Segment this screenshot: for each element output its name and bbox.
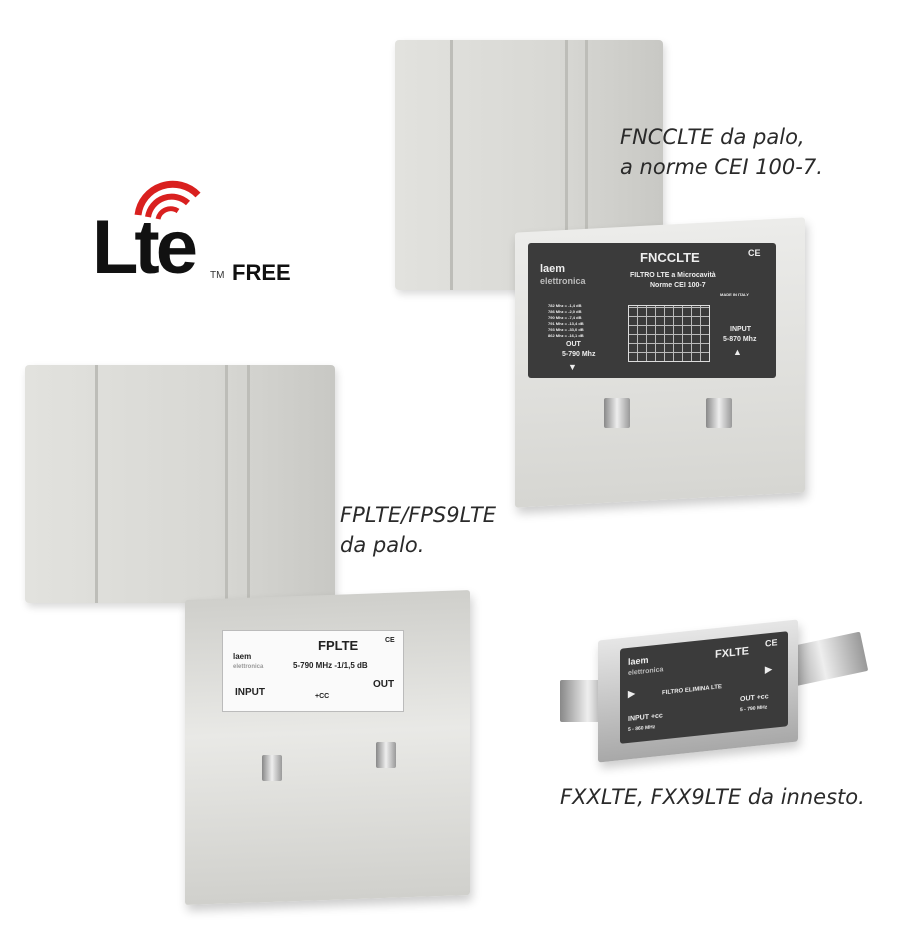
cover-groove	[585, 40, 588, 290]
label-text: elettronica	[540, 276, 586, 286]
label-text: elettronica	[628, 666, 664, 677]
label-text: FNCCLTE	[640, 250, 700, 265]
label-text: CE	[748, 248, 761, 258]
label-text: elettronica	[233, 664, 264, 670]
text: FPLTE/FPS9LTE	[340, 503, 496, 527]
fplte-connector-out	[376, 742, 396, 768]
label-text: MADE IN ITALY	[720, 292, 749, 297]
label-text: 5 - 790 MHz	[740, 704, 768, 714]
fxlte-plate: laem elettronica FXLTE CE ▶ ▶ FILTRO ELI…	[620, 631, 788, 744]
text: 791 Mhz = -13,4 dB	[548, 321, 584, 326]
fplte-connector-in	[262, 755, 282, 781]
label-text: 5-870 Mhz	[723, 336, 757, 343]
label-text: CE	[765, 637, 778, 649]
fnccl-connector-in	[706, 398, 732, 428]
label-text: OUT	[373, 679, 395, 690]
fxlte-caption: FXXLTE, FXX9LTE da innesto.	[560, 782, 865, 812]
label-text: laem	[628, 654, 649, 667]
cover-groove	[95, 365, 98, 603]
text: 786 Mhz = -2,0 dB	[548, 309, 582, 314]
fplte-label: laem elettronica FPLTE CE 5-790 MHz -1/1…	[222, 630, 404, 712]
fplte-cover	[25, 365, 335, 603]
signal-arcs-icon	[134, 180, 201, 220]
text: a norme CEI 100-7.	[620, 155, 823, 179]
label-text: laem	[540, 263, 566, 275]
text: FNCCLTE da palo,	[620, 125, 805, 149]
fnccl-caption: FNCCLTE da palo, a norme CEI 100-7.	[620, 122, 823, 182]
label-text: INPUT	[235, 687, 265, 698]
label-text: INPUT +cc	[628, 712, 663, 723]
text: 790 Mhz = -7,4 dB	[548, 315, 582, 320]
label-text: FXLTE	[715, 645, 750, 661]
label-text: laem	[233, 652, 252, 661]
text: da palo.	[340, 533, 425, 557]
down-arrow-icon: ▼	[568, 362, 577, 372]
label-text: OUT +cc	[740, 693, 769, 704]
label-text: 5-790 Mhz	[562, 351, 596, 358]
free-badge: FREE	[232, 260, 291, 285]
label-text: 5-790 MHz -1/1,5 dB	[293, 661, 368, 670]
text: 862 Mhz = -16,1 dB	[548, 333, 584, 338]
lte-logo: Lte TM FREE	[90, 165, 320, 295]
cover-groove	[225, 365, 228, 603]
fnccl-connector-out	[604, 398, 630, 428]
label-text: FILTRO LTE a Microcavità	[630, 272, 716, 279]
label-text: CE	[385, 637, 395, 644]
cover-groove	[450, 40, 453, 290]
cover-groove	[565, 40, 568, 290]
fplte-caption: FPLTE/FPS9LTE da palo.	[340, 500, 496, 560]
right-arrow-icon: ▶	[765, 663, 772, 675]
frequency-response-graph	[628, 305, 710, 362]
label-text: INPUT	[730, 326, 751, 333]
up-arrow-icon: ▲	[733, 347, 742, 357]
trademark: TM	[210, 270, 225, 281]
label-text: FPLTE	[318, 638, 359, 653]
lte-wordmark: Lte	[92, 205, 198, 290]
fnccl-plate: laem elettronica FNCCLTE CE FILTRO LTE a…	[528, 243, 776, 378]
label-text: FILTRO ELIMINA LTE	[662, 684, 722, 697]
text: FXXLTE, FXX9LTE da innesto.	[560, 785, 865, 809]
label-text: Norme CEI 100-7	[650, 282, 706, 289]
right-arrow-icon: ▶	[628, 688, 635, 699]
text: 782 Mhz = -1,4 dB	[548, 303, 582, 308]
cover-groove	[247, 365, 250, 603]
text: 793 Mhz = -33,0 dB	[548, 327, 584, 332]
label-text: +CC	[315, 693, 330, 700]
label-text: OUT	[566, 341, 581, 348]
label-text: 5 - 860 MHz	[628, 724, 656, 733]
